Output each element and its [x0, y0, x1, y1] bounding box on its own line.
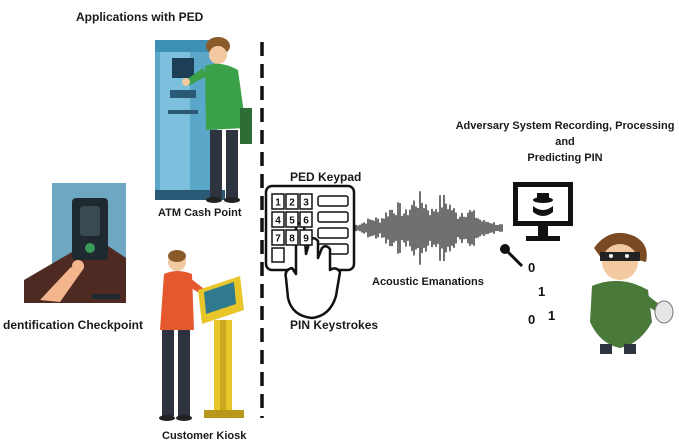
- adversary-line-1: Adversary System Recording, Processing: [455, 120, 675, 132]
- keypad-key: [299, 211, 313, 228]
- keypad-key: [299, 229, 313, 246]
- keypad-key: [285, 211, 299, 228]
- keypad-key: [285, 193, 299, 210]
- binary-digit: 1: [548, 308, 555, 323]
- keypad-key: [285, 229, 299, 246]
- pin-keystrokes-label: PIN Keystrokes: [290, 318, 379, 332]
- keypad-key-label: 7: [275, 234, 281, 245]
- keypad-key: [299, 193, 313, 210]
- adversary-line-3: Predicting PIN: [527, 152, 603, 164]
- ped-keypad-label: PED Keypad: [290, 170, 362, 184]
- keypad-key-label: 8: [289, 234, 295, 245]
- binary-digit: 0: [528, 260, 535, 275]
- keypad-key: [271, 193, 285, 210]
- atm-user-icon: [182, 37, 252, 203]
- keypad-key-label: 9: [303, 234, 309, 245]
- customer-kiosk-icon: [198, 276, 244, 418]
- keypad-key-label: 4: [275, 216, 281, 227]
- fingerprint-scanner-icon: [24, 183, 126, 303]
- keypad-key-label: 6: [303, 216, 309, 227]
- thief-icon: [590, 232, 674, 354]
- microphone-icon: [500, 244, 524, 268]
- identification-label: dentification Checkpoint: [3, 318, 144, 332]
- keypad-key: [271, 229, 285, 246]
- adversary-label: Adversary System Recording, Processing a…: [452, 118, 678, 166]
- binary-digit: 1: [538, 284, 545, 299]
- spy-monitor-icon: [513, 182, 573, 241]
- kiosk-label: Customer Kiosk: [162, 430, 247, 442]
- atm-label: ATM Cash Point: [158, 207, 242, 219]
- keypad-key-label: 3: [303, 198, 309, 209]
- keypad-key: [271, 211, 285, 228]
- adversary-line-2: and: [555, 136, 575, 148]
- kiosk-user-icon: [159, 250, 208, 421]
- keypad-key-label: 2: [289, 198, 295, 209]
- sound-wave-icon: [353, 191, 503, 265]
- acoustic-label: Acoustic Emanations: [372, 276, 484, 288]
- applications-title: Applications with PED: [76, 10, 204, 24]
- keypad-key-label: 1: [275, 198, 281, 209]
- keypad-key-label: 5: [289, 216, 295, 227]
- binary-digit: 0: [528, 312, 535, 327]
